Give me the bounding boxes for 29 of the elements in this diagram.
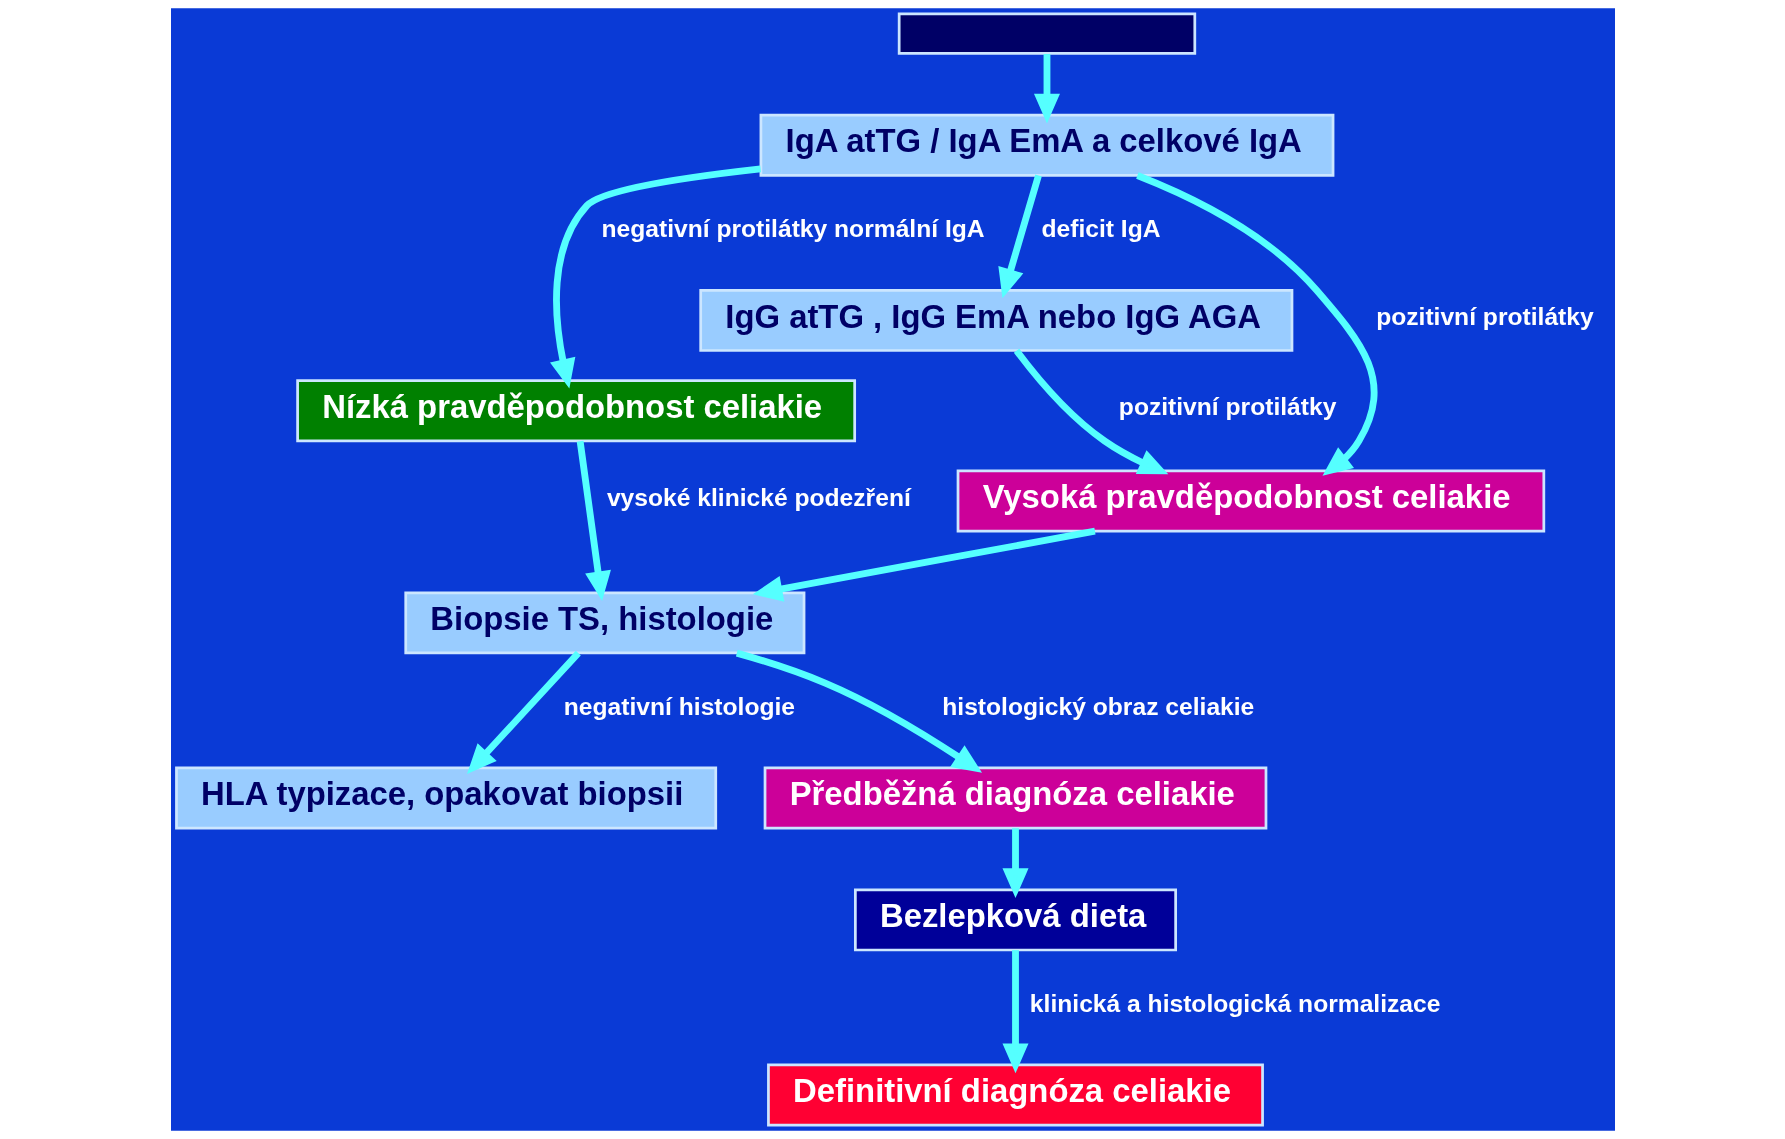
node-box: Vysoká pravděpodobnost celiakie <box>956 469 1545 533</box>
edge-label: deficit IgA <box>1041 215 1161 243</box>
edge-label: negativní histologie <box>563 693 795 721</box>
node-box: Definitivní diagnóza celiakie <box>766 1063 1264 1127</box>
arrow <box>1002 828 1028 899</box>
node-box: Předběžná diagnóza celiakie <box>763 766 1267 830</box>
arrow <box>735 649 982 773</box>
node-box: HLA typizace, opakovat biopsii <box>174 766 717 830</box>
arrow <box>1033 53 1060 124</box>
edge-label: histologický obraz celiakie <box>941 693 1254 721</box>
arrow <box>997 174 1042 299</box>
edge-label: pozitivní protilátky <box>1375 303 1594 331</box>
arrow <box>466 650 581 775</box>
arrow <box>549 165 761 389</box>
node-box: Biopsie TS, histologie <box>403 591 805 655</box>
arrow <box>752 527 1096 602</box>
edge-label: pozitivní protilátky <box>1118 393 1336 421</box>
node-box: Nízká pravděpodobnost celiakie <box>295 379 856 443</box>
node-box: Bezlepková dieta <box>853 888 1177 952</box>
node-box: IgG atTG , IgG EmA nebo IgG AGA <box>698 288 1293 352</box>
edge-label: klinická a histologická normalizace <box>1029 990 1440 1018</box>
arrow <box>1002 950 1028 1074</box>
arrow <box>1013 348 1168 475</box>
node-box: IgA atTG / IgA EmA a celkové IgA <box>759 113 1334 177</box>
arrow <box>576 440 611 602</box>
node-box <box>897 12 1196 55</box>
edge-label: vysoké klinické podezření <box>606 483 911 511</box>
arrow <box>1135 172 1377 476</box>
edge-label: negativní protilátky normální IgA <box>600 215 985 243</box>
